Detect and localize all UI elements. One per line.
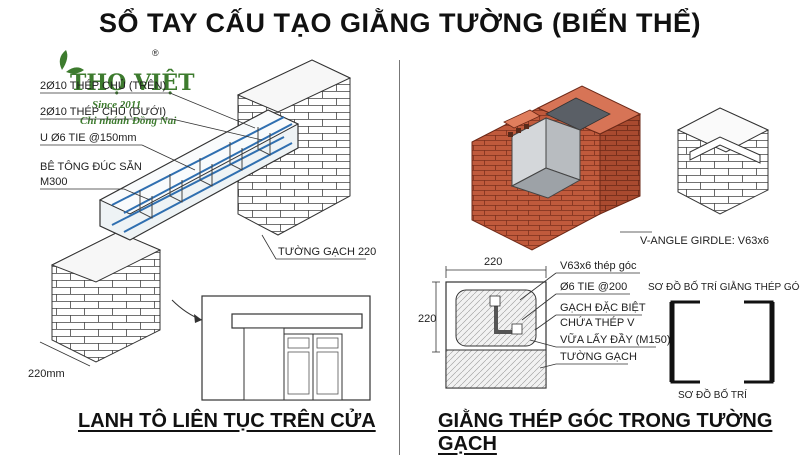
leaf-icon (59, 50, 84, 74)
wall-thickness-label: 220mm (28, 368, 65, 380)
label-u-tie: U Ø6 TIE @150mm (40, 132, 137, 144)
v-angle-section (494, 300, 518, 334)
section-label-3: CHỨA THÉP V (560, 316, 635, 329)
logo-brand-text: THỌ VIỆT (70, 69, 195, 96)
section-label-0: V63x6 thép góc (560, 260, 637, 272)
plan-layout: SƠ ĐỒ BỐ TRÍ GIẰNG THÉP GÓC SƠ ĐỒ BỐ TRÍ (648, 279, 800, 401)
vangle-outline-drawing (676, 107, 770, 215)
section-height-dim: 220 (418, 313, 436, 325)
page-title: SỔ TAY CẤU TẠO GIẰNG TƯỜNG (BIẾN THỂ) (99, 8, 701, 38)
section-label-4: VỮA LẤY ĐẦY (M150) (560, 333, 670, 346)
section-label-1: Ø6 TIE @200 (560, 281, 627, 293)
brick-wall-right-top (236, 59, 352, 113)
vangle-isometric-drawing (471, 85, 642, 251)
section-label-5: TƯỜNG GẠCH (560, 350, 637, 363)
brick-wall-left-top (50, 231, 162, 283)
logo-branch-text: Chi nhánh Đồng Nai (80, 115, 177, 127)
label-concrete-line2: M300 (40, 176, 68, 188)
section-detail: 220 220 (418, 256, 547, 389)
label-concrete-line1: BÊ TÔNG ĐÚC SẴN (40, 160, 142, 173)
section-labels: V63x6 thép góc Ø6 TIE @200 GẠCH ĐẶC BIỆT… (519, 260, 670, 369)
inset-wall-stub (243, 327, 285, 401)
registered-mark: ® (152, 48, 159, 58)
label-bottom-rebar: 2Ø10 THÉP CHỦ (DƯỚI) (40, 105, 166, 118)
plan-caption: SƠ ĐỒ BỐ TRÍ (678, 387, 747, 401)
plan-title: SƠ ĐỒ BỐ TRÍ GIẰNG THÉP GÓC (648, 279, 800, 293)
inset-lintel (231, 313, 363, 329)
brand-logo: THỌ VIỆT ® Since 2011 Chi nhánh Đồng Nai (59, 48, 195, 127)
door-elevation-detail (171, 295, 371, 401)
section-label-2: GẠCH ĐẶC BIỆT (560, 301, 646, 314)
logo-since-text: Since 2011 (92, 99, 141, 111)
u-tie-group (139, 127, 271, 219)
label-top-rebar: 2Ø10 THÉP CHỦ (TRÊN) (40, 79, 166, 92)
brick-wall-section (445, 349, 547, 389)
left-caption: LANH TÔ LIÊN TỤC TRÊN CỬA (78, 410, 376, 432)
label-brick-wall: TƯỜNG GẠCH 220 (278, 245, 376, 258)
label-vangle-girdle: V-ANGLE GIRDLE: V63x6 (640, 235, 769, 247)
plan-outline (671, 301, 773, 383)
right-caption: GIẰNG THÉP GÓC TRONG TƯỜNG GẠCH (438, 410, 773, 455)
section-width-dim: 220 (484, 256, 502, 268)
left-labels: 2Ø10 THÉP CHỦ (TRÊN) 2Ø10 THÉP CHỦ (DƯỚI… (40, 79, 376, 260)
lintel-isometric-drawing: 220mm (28, 59, 352, 380)
center-divider (399, 60, 400, 455)
